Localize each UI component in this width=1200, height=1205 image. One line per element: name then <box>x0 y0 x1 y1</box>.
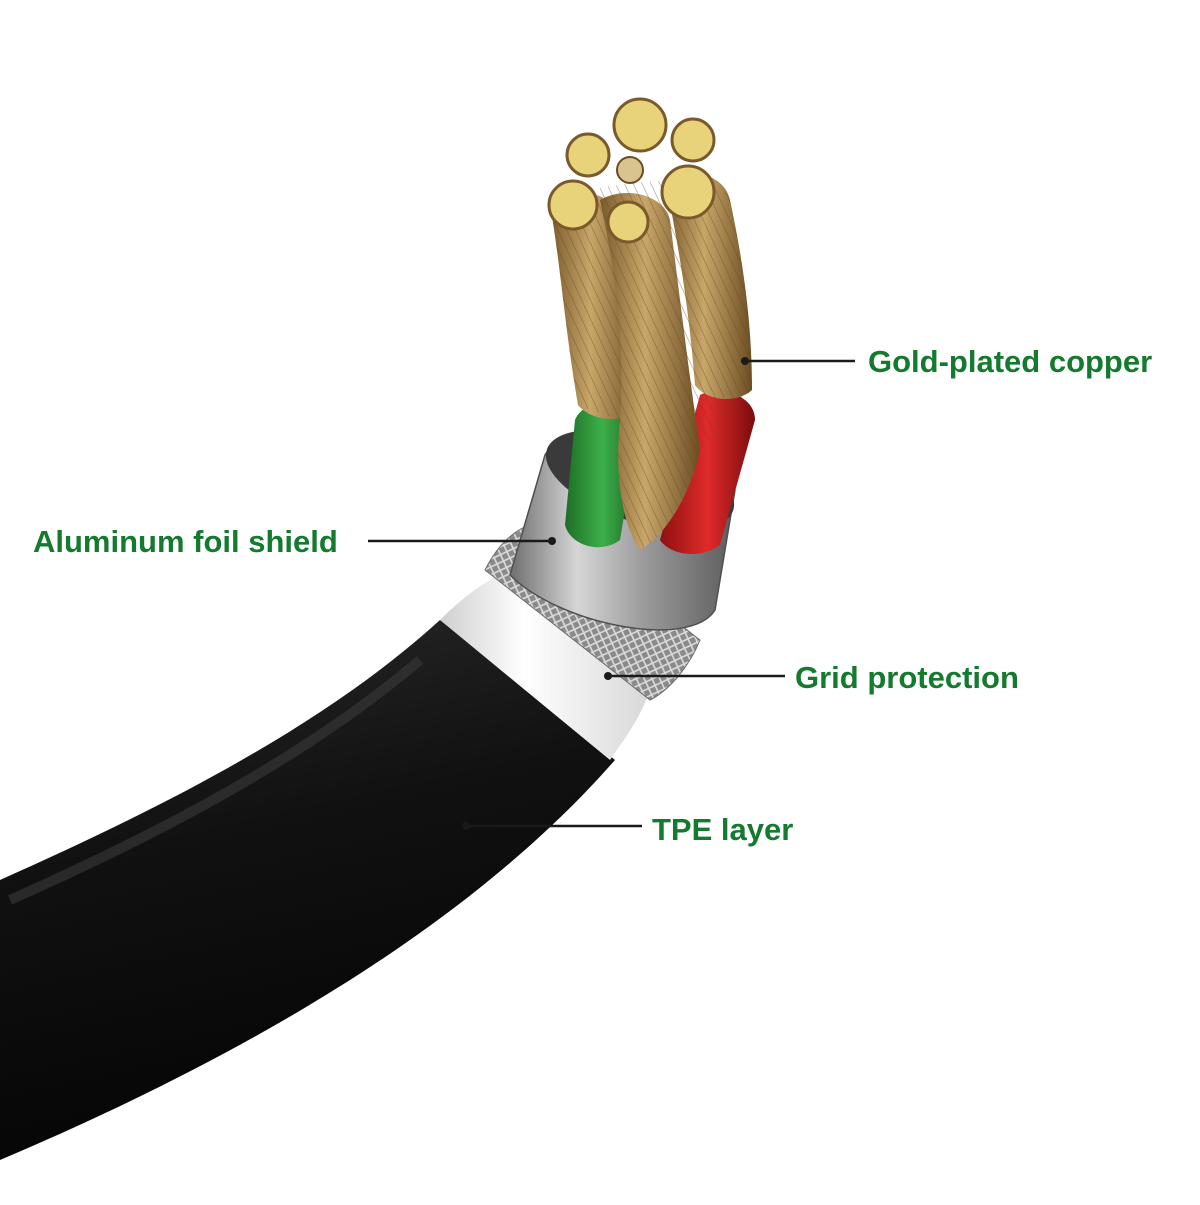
label-gold-plated-copper: Gold-plated copper <box>868 344 1153 379</box>
leader-dot-tpe <box>462 822 470 830</box>
white-band <box>440 565 650 760</box>
leader-dot-foil <box>548 537 556 545</box>
conductor-tip <box>660 164 716 220</box>
conductor-tip <box>565 132 611 178</box>
label-tpe-layer: TPE layer <box>652 812 794 847</box>
leader-dot-copper <box>741 357 749 365</box>
conductor-tips <box>547 97 716 244</box>
label-grid-protection: Grid protection <box>795 660 1019 695</box>
conductor-tip <box>547 179 599 231</box>
conductor-tip <box>606 200 650 244</box>
conductor-tip <box>670 117 716 163</box>
red-wire <box>660 391 755 555</box>
leader-dot-grid <box>604 672 612 680</box>
drain-wire-tip <box>616 156 644 184</box>
copper-strand-texture <box>550 180 752 550</box>
tpe-jacket-highlight <box>7 656 424 905</box>
conductor-tip <box>612 97 668 153</box>
label-aluminum-foil-shield: Aluminum foil shield <box>33 524 338 559</box>
tpe-jacket <box>0 620 615 1160</box>
